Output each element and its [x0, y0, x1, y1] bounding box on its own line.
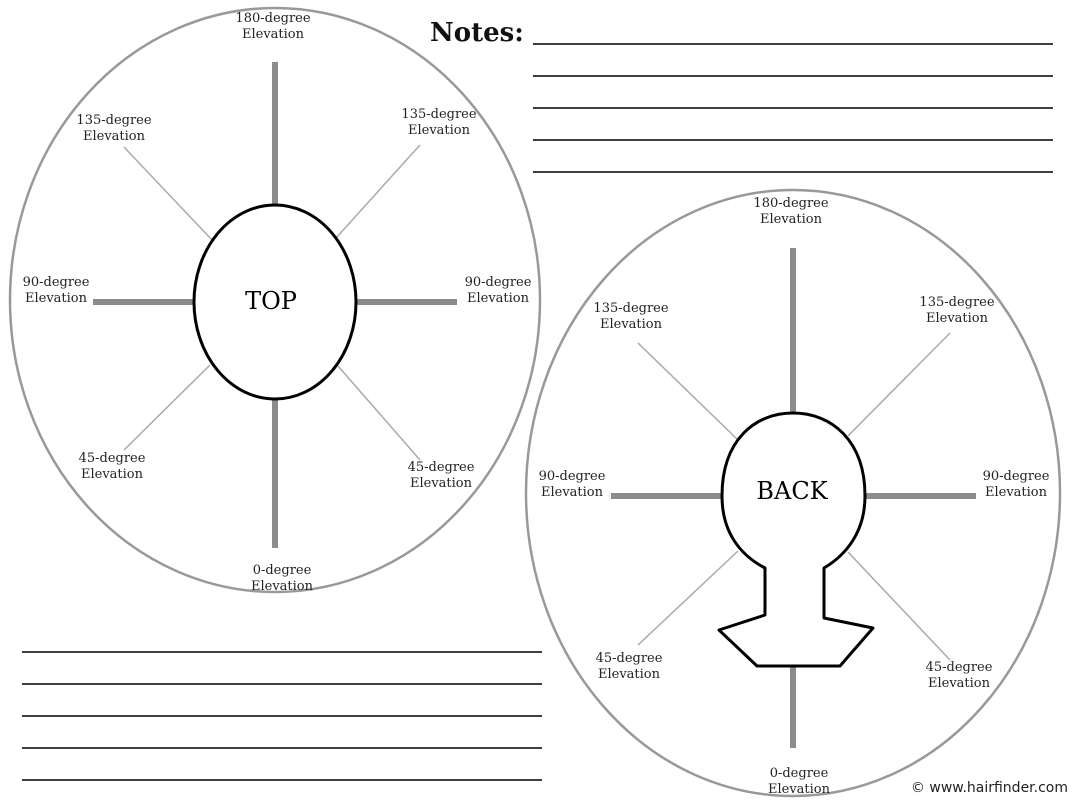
top-spoke-45-right: [337, 365, 421, 461]
top-spoke-135-left: [123, 146, 213, 241]
top-label-45-right: 45-degree Elevation: [408, 460, 475, 492]
label-word: Elevation: [597, 667, 661, 682]
label-word: Elevation: [250, 579, 314, 594]
top-label-0: 0-degree Elevation: [251, 563, 313, 595]
notes-lines-bottom: [22, 651, 542, 781]
label-word: Elevation: [925, 311, 989, 326]
top-spoke-45-left: [123, 364, 211, 451]
back-spoke-45-left: [637, 550, 739, 646]
back-outer-ellipse: [524, 188, 1062, 798]
label-degree: 90-degree: [22, 275, 90, 290]
back-label-135-left: 135-degree Elevation: [593, 301, 668, 333]
top-outer-ellipse: [8, 6, 542, 594]
top-label-90-right: 90-degree Elevation: [465, 275, 532, 307]
back-label-0: 0-degree Elevation: [768, 766, 830, 798]
back-diagram: [524, 188, 1062, 798]
back-center-label: BACK: [756, 477, 828, 505]
label-degree: 135-degree: [593, 301, 669, 316]
top-center-label: TOP: [245, 287, 297, 315]
label-word: Elevation: [82, 129, 146, 144]
label-degree: 90-degree: [464, 275, 532, 290]
back-label-45-left: 45-degree Elevation: [596, 651, 663, 683]
label-degree: 135-degree: [919, 295, 995, 310]
top-label-135-right: 135-degree Elevation: [401, 107, 476, 139]
top-label-135-left: 135-degree Elevation: [76, 113, 151, 145]
copyright-text: © www.hairfinder.com: [910, 780, 1068, 796]
label-degree: 0-degree: [769, 766, 829, 781]
label-degree: 135-degree: [76, 113, 152, 128]
notes-lines-top: [533, 43, 1053, 173]
label-degree: 45-degree: [595, 651, 663, 666]
top-diagram: [8, 6, 542, 594]
label-word: Elevation: [80, 467, 144, 482]
label-word: Elevation: [407, 123, 471, 138]
back-spoke-135-right: [847, 332, 951, 437]
notes-title: Notes:: [430, 18, 524, 48]
back-head-silhouette: [717, 411, 875, 668]
top-head-outline: [192, 203, 358, 401]
top-label-180: 180-degree Elevation: [235, 11, 310, 43]
label-word: Elevation: [599, 317, 663, 332]
back-label-45-right: 45-degree Elevation: [926, 660, 993, 692]
label-word: Elevation: [241, 27, 305, 42]
back-spoke-45-right: [847, 551, 951, 661]
back-label-90-left: 90-degree Elevation: [539, 469, 606, 501]
label-word: Elevation: [409, 476, 473, 491]
back-label-90-right: 90-degree Elevation: [983, 469, 1050, 501]
label-word: Elevation: [927, 676, 991, 691]
label-degree: 180-degree: [753, 196, 829, 211]
label-degree: 90-degree: [982, 469, 1050, 484]
back-spoke-135-left: [637, 342, 739, 441]
label-degree: 90-degree: [538, 469, 606, 484]
top-spoke-135-right: [335, 144, 421, 239]
label-degree: 45-degree: [925, 660, 993, 675]
label-word: Elevation: [767, 782, 831, 797]
label-degree: 0-degree: [252, 563, 312, 578]
label-degree: 135-degree: [401, 107, 477, 122]
back-label-135-right: 135-degree Elevation: [919, 295, 994, 327]
label-degree: 45-degree: [407, 460, 475, 475]
label-word: Elevation: [466, 291, 530, 306]
label-degree: 45-degree: [78, 451, 146, 466]
top-label-45-left: 45-degree Elevation: [79, 451, 146, 483]
label-word: Elevation: [540, 485, 604, 500]
back-label-180: 180-degree Elevation: [753, 196, 828, 228]
top-label-90-left: 90-degree Elevation: [23, 275, 90, 307]
label-word: Elevation: [24, 291, 88, 306]
label-word: Elevation: [984, 485, 1048, 500]
label-word: Elevation: [759, 212, 823, 227]
label-degree: 180-degree: [235, 11, 311, 26]
